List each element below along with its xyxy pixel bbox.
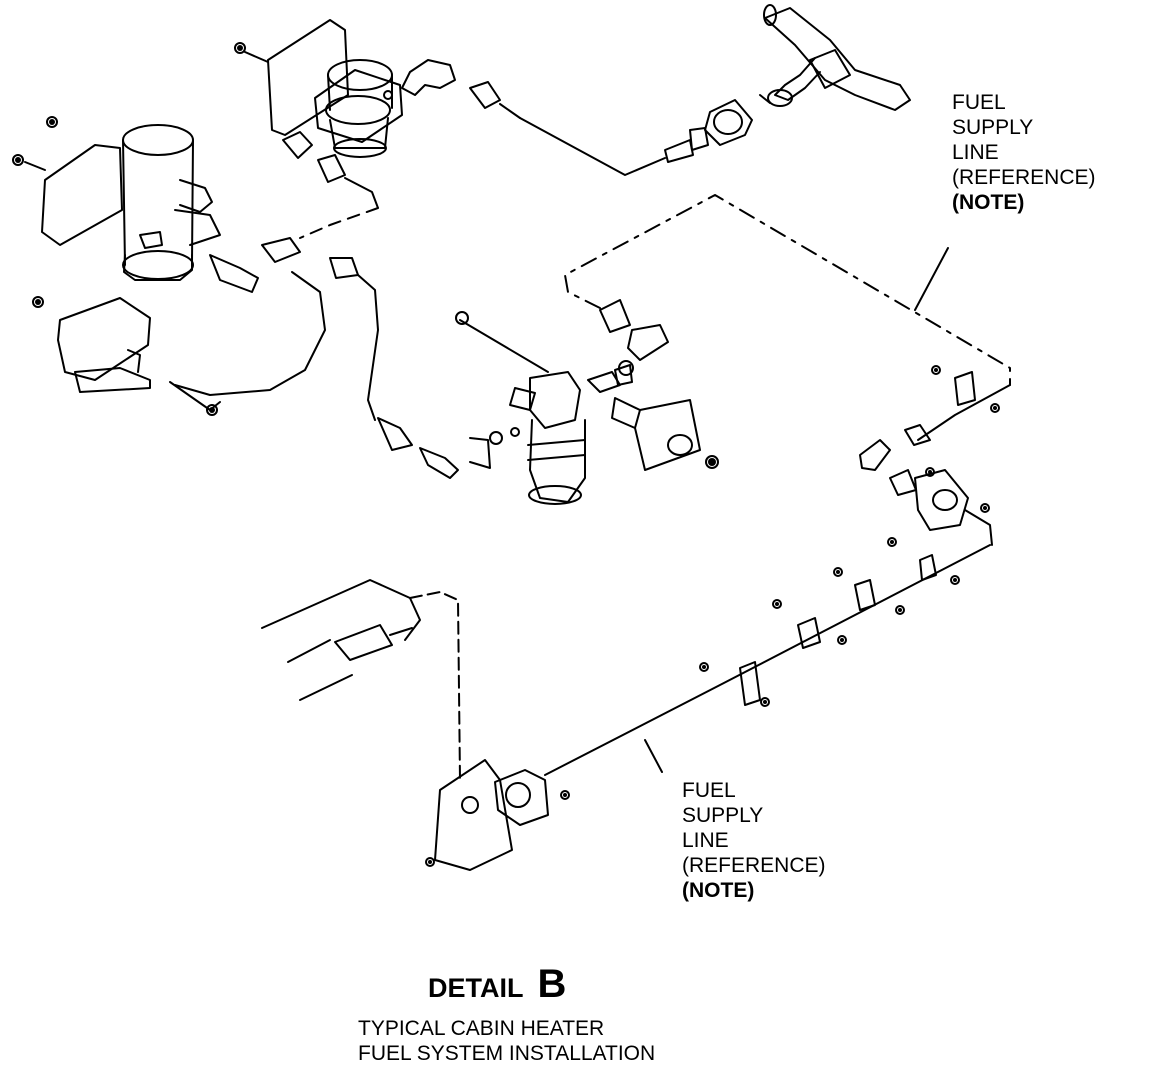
supply-line-upper bbox=[519, 117, 666, 176]
callout-line: (REFERENCE) bbox=[682, 854, 826, 877]
callout-line: SUPPLY bbox=[952, 116, 1034, 139]
tee-fitting bbox=[759, 4, 911, 111]
coupling-nut-upper bbox=[664, 99, 753, 163]
callout-line: FUEL bbox=[682, 779, 736, 802]
right-clamps-run bbox=[699, 365, 1000, 707]
supply-line-dashed-upper bbox=[564, 194, 1011, 386]
solenoid-pump-upper bbox=[234, 19, 403, 158]
callout-line: (REFERENCE) bbox=[952, 166, 1096, 189]
callout-fuel-supply-upper: FUEL SUPPLY LINE (REFERENCE) (NOTE) bbox=[952, 90, 1096, 215]
caption-line-2: FUEL SYSTEM INSTALLATION bbox=[358, 1042, 656, 1065]
fuel-filter-left bbox=[12, 116, 301, 293]
supply-line-main-lower bbox=[544, 544, 991, 776]
heater-body bbox=[261, 579, 461, 781]
callout-line: FUEL bbox=[952, 91, 1006, 114]
line-fittings-center bbox=[329, 257, 520, 479]
mount-bracket-left bbox=[32, 296, 221, 416]
mount-bracket-lower bbox=[425, 759, 570, 871]
elbow-fitting-center bbox=[599, 299, 669, 386]
figure-caption: TYPICAL CABIN HEATER FUEL SYSTEM INSTALL… bbox=[358, 1016, 655, 1066]
callout-note: (NOTE) bbox=[952, 191, 1025, 214]
callout-line: LINE bbox=[952, 141, 999, 164]
leader-line-upper bbox=[914, 247, 949, 311]
fuel-line-dashed-left bbox=[299, 207, 379, 239]
supply-line-segment-right bbox=[917, 384, 1011, 441]
fuel-filter-center bbox=[455, 311, 719, 505]
callout-note: (NOTE) bbox=[682, 879, 755, 902]
detail-title: DETAIL B bbox=[428, 962, 566, 1007]
detail-word: DETAIL bbox=[428, 973, 524, 1003]
elbow-fitting-upper bbox=[282, 59, 521, 209]
callout-line: LINE bbox=[682, 829, 729, 852]
detail-letter: B bbox=[537, 962, 567, 1006]
fuel-line-left-loop bbox=[174, 271, 326, 396]
leader-line-lower bbox=[644, 739, 663, 773]
caption-line-1: TYPICAL CABIN HEATER bbox=[358, 1017, 605, 1040]
callout-line: SUPPLY bbox=[682, 804, 764, 827]
callout-fuel-supply-lower: FUEL SUPPLY LINE (REFERENCE) (NOTE) bbox=[682, 778, 826, 903]
